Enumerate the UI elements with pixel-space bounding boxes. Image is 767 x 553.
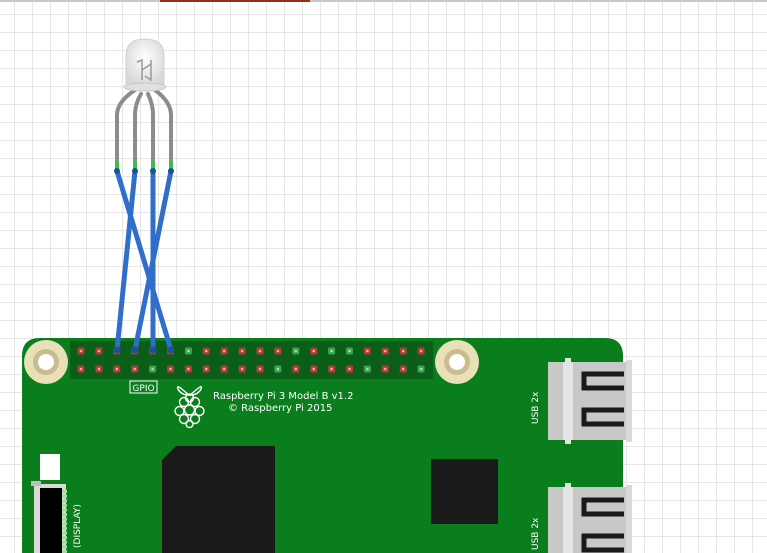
active-tab-indicator	[160, 0, 310, 2]
display-pin	[62, 517, 67, 521]
gpio-pin-center	[222, 349, 226, 353]
display-connector[interactable]	[31, 454, 67, 553]
gpio-pin-center	[276, 367, 280, 371]
display-pin	[62, 540, 67, 544]
gpio-pin-center	[205, 349, 208, 353]
board-model-text: Raspberry Pi 3 Model B v1.2	[213, 391, 353, 402]
canvas-top-border	[0, 0, 767, 2]
gpio-pin-center	[258, 367, 262, 371]
gpio-pin-center	[366, 349, 369, 353]
gpio-pin-center	[384, 367, 387, 371]
usb-controller-chip	[431, 459, 498, 524]
gpio-pin-center	[294, 349, 298, 353]
gpio-pin-center	[419, 367, 423, 371]
gpio-pin-center	[348, 367, 351, 371]
gpio-pin-center	[169, 367, 172, 371]
gpio-pin-center	[330, 349, 333, 353]
gpio-label-box	[129, 380, 158, 394]
gpio-header[interactable]	[70, 341, 433, 379]
rgb-led[interactable]	[115, 38, 173, 170]
wire-1[interactable]	[114, 168, 174, 353]
gpio-pin-center	[222, 367, 226, 371]
gpio-pin-center	[419, 349, 423, 353]
jumper-wires[interactable]	[114, 168, 174, 353]
display-pin	[62, 503, 67, 507]
gpio-pin-center	[240, 349, 244, 353]
raspberry-pi-board[interactable]: GPIO Raspberry Pi 3 Model B v1.2 © Raspb…	[22, 338, 632, 553]
gpio-pin-center	[330, 367, 333, 371]
gpio-pin-center	[276, 349, 280, 353]
gpio-pin-center	[240, 367, 244, 371]
gpio-pin-center	[79, 367, 83, 371]
display-pin	[62, 522, 67, 526]
gpio-pin-center	[348, 349, 351, 353]
gpio-pin-center	[79, 349, 83, 353]
mounting-hole-left	[24, 340, 68, 384]
usb-port-top[interactable]	[548, 358, 632, 444]
gpio-pin-center	[401, 367, 405, 371]
usb-port-bottom[interactable]	[548, 483, 632, 553]
wire-2[interactable]	[114, 168, 138, 353]
display-pin	[62, 490, 67, 493]
led-dome	[125, 38, 165, 87]
gpio-pin-center	[366, 367, 369, 371]
gpio-pin-center	[97, 349, 101, 353]
gpio-pin-center	[187, 367, 190, 371]
display-pin	[62, 513, 67, 516]
gpio-pin-center	[384, 349, 387, 353]
wire-4[interactable]	[132, 168, 174, 353]
usb-label-bottom: USB 2x	[531, 517, 541, 550]
gpio-pin-center	[133, 367, 136, 371]
gpio-pin-center	[97, 367, 101, 371]
led-rim	[123, 82, 167, 92]
display-pin	[62, 526, 67, 530]
soc-chip	[162, 446, 275, 553]
gpio-pin-center	[151, 367, 154, 371]
gpio-pin-center	[115, 367, 119, 371]
board-copyright-text: © Raspberry Pi 2015	[228, 403, 332, 414]
display-pin	[62, 508, 67, 512]
led-legs	[115, 88, 173, 170]
mounting-hole-right	[435, 340, 479, 384]
display-pin	[62, 494, 67, 498]
gpio-pin-center	[312, 367, 316, 371]
led-die-icon	[136, 58, 152, 82]
display-pin	[62, 531, 67, 535]
display-pin	[62, 549, 67, 553]
display-pin	[62, 499, 67, 503]
usb-label-top: USB 2x	[531, 391, 541, 424]
gpio-pin-center	[312, 349, 316, 353]
gpio-pin-center	[401, 349, 405, 353]
gpio-pin-center	[294, 367, 298, 371]
wire-end-dots	[113, 168, 175, 354]
raspberry-logo-icon	[174, 386, 205, 429]
display-pin	[62, 536, 67, 539]
led-leg-tips	[115, 162, 173, 170]
gpio-pin-center	[258, 349, 262, 353]
gpio-label: GPIO	[132, 384, 154, 394]
gpio-pin-center	[187, 349, 190, 353]
display-label: (DISPLAY)	[73, 504, 83, 548]
display-pin	[62, 545, 67, 549]
gpio-pin-center	[205, 367, 208, 371]
